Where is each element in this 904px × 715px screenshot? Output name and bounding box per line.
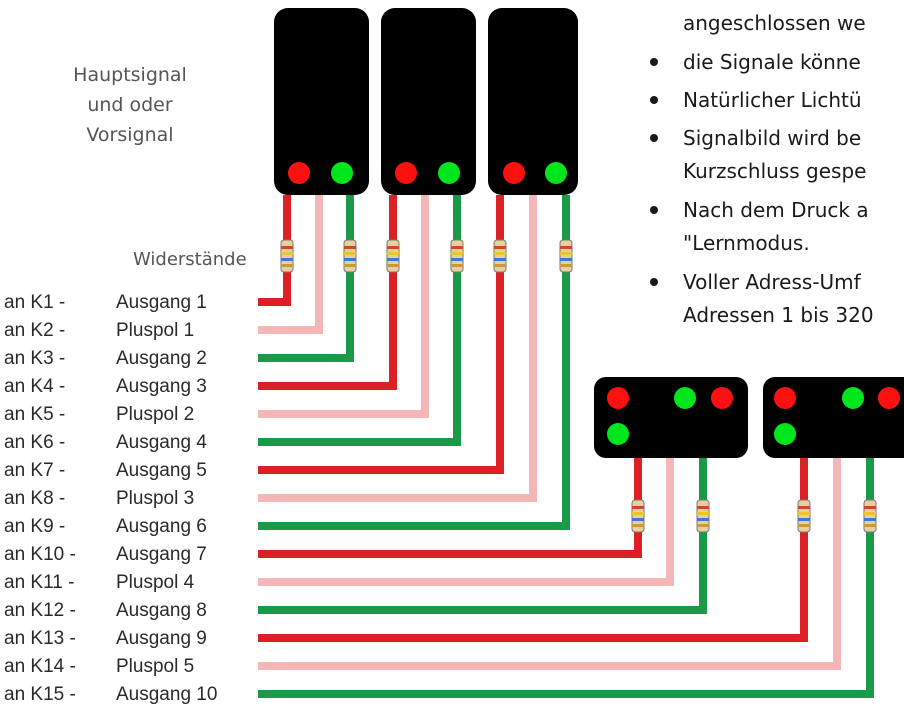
- green-lamp-icon: [607, 423, 629, 445]
- resistor: [797, 499, 811, 533]
- terminal-label: an K10 -: [4, 544, 76, 565]
- terminal-label: an K12 -: [4, 600, 76, 621]
- terminal-label: an K13 -: [4, 628, 76, 649]
- signal-head-5: [763, 377, 904, 458]
- red-lamp-icon: [503, 162, 525, 184]
- bullet-text-line: Natürlicher Lichtü: [683, 88, 862, 112]
- feature-bullet-list: angeschlossen we die Signale könne Natür…: [650, 11, 874, 327]
- caption-line: Vorsignal: [86, 124, 173, 146]
- wire-k14-pluspol-5: [258, 458, 841, 670]
- green-lamp-icon: [674, 387, 696, 409]
- terminal-label: an K7 -: [4, 460, 65, 481]
- wire-k2-pluspol-1: [258, 195, 323, 334]
- function-label: Ausgang 8: [116, 600, 207, 621]
- green-lamp-icon: [438, 162, 460, 184]
- terminal-label: an K4 -: [4, 376, 65, 397]
- terminal-label: an K14 -: [4, 656, 76, 677]
- resistor: [386, 239, 400, 273]
- wire-k11-pluspol-4: [258, 458, 674, 586]
- function-label: Pluspol 2: [116, 404, 194, 425]
- red-lamp-icon: [711, 387, 733, 409]
- wire-k15-ausgang-10: [258, 458, 874, 698]
- green-lamp-icon: [842, 387, 864, 409]
- bullet-text-line: Nach dem Druck a: [683, 198, 869, 222]
- bullet-dot: [650, 278, 658, 286]
- resistor: [863, 499, 877, 533]
- bullet-text-line: die Signale könne: [683, 50, 861, 74]
- function-label: Ausgang 5: [116, 460, 207, 481]
- wire-k1-ausgang-1: [258, 195, 291, 306]
- terminal-label: an K9 -: [4, 516, 65, 537]
- bullet-dot: [650, 96, 658, 104]
- signal-head-3: [488, 8, 578, 195]
- terminal-label: an K1 -: [4, 292, 65, 313]
- resistor: [343, 239, 357, 273]
- resistor: [559, 239, 573, 273]
- terminal-label: an K8 -: [4, 488, 65, 509]
- function-label: Ausgang 9: [116, 628, 207, 649]
- function-label: Ausgang 6: [116, 516, 207, 537]
- red-lamp-icon: [607, 387, 629, 409]
- resistors: [280, 239, 877, 533]
- function-label: Pluspol 4: [116, 572, 195, 593]
- function-label: Pluspol 1: [116, 320, 194, 341]
- bullet-text-line: Signalbild wird be: [683, 126, 861, 150]
- wire-k7-ausgang-5: [258, 195, 504, 474]
- bullet-text-line: "Lernmodus.: [683, 231, 810, 255]
- terminal-label: an K11 -: [4, 572, 74, 593]
- wire-k10-ausgang-7: [258, 458, 642, 558]
- green-lamp-icon: [331, 162, 353, 184]
- caption-line: und oder: [87, 94, 173, 116]
- function-label: Ausgang 4: [116, 432, 207, 453]
- resistor: [450, 239, 464, 273]
- function-label: Ausgang 1: [116, 292, 207, 313]
- bullet-text-line: Adressen 1 bis 320: [683, 303, 874, 327]
- terminal-label: an K6 -: [4, 432, 65, 453]
- bullet-dot: [650, 58, 658, 66]
- resistor-label: Widerstände: [133, 249, 247, 270]
- function-label: Ausgang 3: [116, 376, 207, 397]
- caption-line: Hauptsignal: [73, 64, 187, 86]
- wire-k8-pluspol-3: [258, 195, 537, 502]
- bullet-text-line: Voller Adress-Umf: [683, 270, 862, 294]
- signal-head-1: [274, 8, 369, 195]
- wire-k6-ausgang-4: [258, 195, 461, 446]
- resistor: [631, 499, 645, 533]
- terminal-label: an K5 -: [4, 404, 65, 425]
- resistor: [280, 239, 294, 273]
- wire-k9-ausgang-6: [258, 195, 570, 530]
- red-lamp-icon: [774, 387, 796, 409]
- signal-head-2: [381, 8, 476, 195]
- wire-k5-pluspol-2: [258, 195, 429, 418]
- terminal-label: an K2 -: [4, 320, 65, 341]
- bullet-text-line: angeschlossen we: [683, 11, 866, 35]
- function-label: Pluspol 5: [116, 656, 194, 677]
- function-label: Ausgang 7: [116, 544, 207, 565]
- green-lamp-icon: [545, 162, 567, 184]
- red-lamp-icon: [395, 162, 417, 184]
- function-label: Ausgang 10: [116, 684, 217, 705]
- signal-type-caption: Hauptsignal und oder Vorsignal: [73, 64, 187, 146]
- resistor: [493, 239, 507, 273]
- resistor: [696, 499, 710, 533]
- bullet-dot: [650, 134, 658, 142]
- terminal-label: an K3 -: [4, 348, 65, 369]
- red-lamp-icon: [878, 387, 900, 409]
- red-lamp-icon: [288, 162, 310, 184]
- function-label: Ausgang 2: [116, 348, 207, 369]
- function-label: Pluspol 3: [116, 488, 194, 509]
- bullet-dot: [650, 206, 658, 214]
- terminal-labels: an K1 - Ausgang 1 an K2 - Pluspol 1 an K…: [4, 292, 217, 705]
- green-lamp-icon: [774, 423, 796, 445]
- signal-head-4: [594, 377, 748, 458]
- terminal-label: an K15 -: [4, 684, 76, 705]
- bullet-text-line: Kurzschluss gespe: [683, 159, 866, 183]
